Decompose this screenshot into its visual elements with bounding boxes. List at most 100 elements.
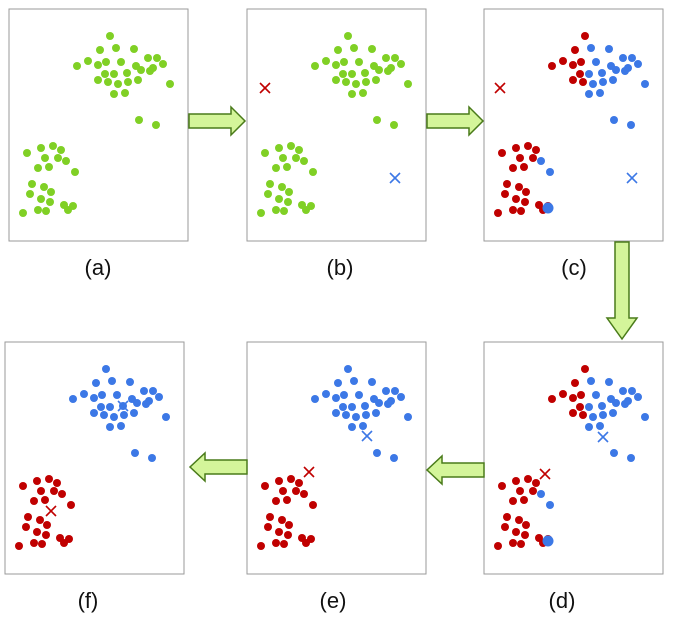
centroid-blue-icon: [389, 172, 401, 184]
centroid-red-icon: [494, 82, 506, 94]
panel-c-caption: (c): [561, 255, 587, 280]
data-point: [108, 377, 116, 385]
data-point: [532, 479, 540, 487]
data-point: [546, 501, 554, 509]
data-point: [104, 78, 112, 86]
data-point: [340, 391, 348, 399]
data-point: [612, 66, 620, 74]
data-point: [520, 496, 528, 504]
data-point: [53, 479, 61, 487]
panel-f-caption: (f): [78, 588, 99, 613]
data-point: [96, 46, 104, 54]
panel-b-caption: (b): [327, 255, 354, 280]
arrow-d-to-e: [425, 454, 485, 486]
panel-e-frame: [246, 341, 427, 575]
data-point: [576, 70, 584, 78]
data-point: [569, 409, 577, 417]
data-point: [579, 78, 587, 86]
data-point: [24, 513, 32, 521]
data-point: [501, 190, 509, 198]
data-point: [404, 413, 412, 421]
data-point: [311, 395, 319, 403]
panel-e-caption: (e): [320, 588, 347, 613]
data-point: [30, 539, 38, 547]
data-point: [609, 409, 617, 417]
data-point: [334, 46, 342, 54]
data-point: [40, 183, 48, 191]
data-point: [102, 58, 110, 66]
data-point: [272, 497, 280, 505]
data-point: [261, 482, 269, 490]
data-point: [372, 76, 380, 84]
data-point: [22, 523, 30, 531]
data-point: [287, 475, 295, 483]
arrow-a-to-b: [188, 105, 247, 137]
data-point: [117, 58, 125, 66]
data-point: [257, 209, 265, 217]
data-point: [542, 535, 554, 547]
data-point: [516, 154, 524, 162]
data-point: [391, 387, 399, 395]
data-point: [300, 157, 308, 165]
data-point: [599, 411, 607, 419]
data-point: [529, 154, 537, 162]
panel-c-points: [494, 32, 649, 217]
data-point: [569, 76, 577, 84]
data-point: [144, 54, 152, 62]
data-point: [23, 149, 31, 157]
data-point: [344, 32, 352, 40]
data-point: [309, 168, 317, 176]
data-point: [569, 61, 577, 69]
data-point: [569, 394, 577, 402]
data-point: [548, 395, 556, 403]
data-point: [159, 60, 167, 68]
data-point: [529, 487, 537, 495]
data-point: [117, 422, 125, 430]
data-point: [522, 521, 530, 529]
panel-c-frame: [483, 8, 664, 242]
data-point: [521, 531, 529, 539]
data-point: [332, 76, 340, 84]
data-point: [339, 70, 347, 78]
data-point: [362, 411, 370, 419]
data-point: [37, 144, 45, 152]
data-point: [110, 90, 118, 98]
data-point: [94, 61, 102, 69]
data-point: [359, 89, 367, 97]
centroid-red-icon: [259, 82, 271, 94]
data-point: [537, 490, 545, 498]
data-point: [266, 513, 274, 521]
data-point: [264, 190, 272, 198]
data-point: [19, 209, 27, 217]
data-point: [34, 164, 42, 172]
data-point: [272, 206, 280, 214]
data-point: [352, 80, 360, 88]
data-point: [322, 390, 330, 398]
data-point: [121, 89, 129, 97]
data-point: [596, 89, 604, 97]
data-point: [49, 142, 57, 150]
data-point: [332, 61, 340, 69]
data-point: [542, 202, 554, 214]
data-point: [92, 379, 100, 387]
data-point: [57, 146, 65, 154]
data-point: [521, 198, 529, 206]
data-point: [361, 402, 369, 410]
data-point: [352, 413, 360, 421]
data-point: [106, 403, 114, 411]
data-point: [587, 377, 595, 385]
data-point: [130, 45, 138, 53]
arrow-b-to-c: [426, 105, 485, 137]
data-point: [322, 57, 330, 65]
data-point: [332, 409, 340, 417]
arrow-e-to-f: [188, 451, 248, 483]
data-point: [34, 206, 42, 214]
data-point: [585, 403, 593, 411]
data-point: [348, 70, 356, 78]
data-point: [342, 78, 350, 86]
centroid-blue-icon: [361, 430, 373, 442]
data-point: [266, 180, 274, 188]
data-point: [38, 540, 46, 548]
data-point: [140, 387, 148, 395]
centroid-blue-icon: [597, 431, 609, 443]
